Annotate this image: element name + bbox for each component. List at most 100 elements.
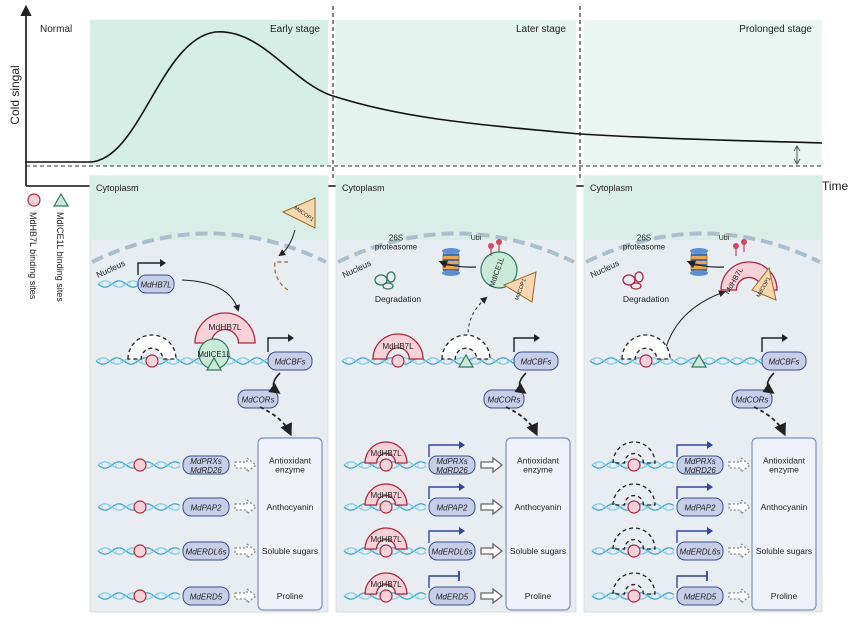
cop1-protein [502, 271, 537, 303]
target-gene [428, 455, 476, 475]
target-gene-label: MdERDL6s [680, 548, 721, 557]
to-proteasome-arrow [686, 260, 725, 269]
cors-gene [483, 389, 525, 409]
fragment [374, 274, 388, 286]
cbfs-gene [761, 351, 807, 371]
ubi-label: Ubi [719, 235, 730, 242]
fragment [622, 274, 636, 286]
cbfs-gene [513, 351, 559, 371]
target-gene [182, 586, 230, 606]
promoter-line [676, 486, 707, 499]
hb7l-binding-site [133, 458, 147, 472]
timeline: Cold singal Time Normal Early stage Late… [8, 4, 849, 193]
prolonged-stage-bg [584, 20, 822, 166]
cytoplasm-label: Cytoplasm [96, 183, 139, 193]
output-arrow [234, 542, 258, 560]
output-label: Proline [277, 591, 304, 601]
stage-early-label: Early stage [270, 24, 320, 35]
proteasome-cap-bottom [690, 270, 708, 276]
promoter-arrowhead [160, 259, 166, 267]
output-arrow [728, 498, 752, 516]
proteasome-cap-top [690, 248, 708, 254]
hb7l-binding-site [379, 589, 393, 603]
promoter-line [676, 530, 707, 543]
hb7l-binding-site [627, 500, 641, 514]
cop1-protein [281, 197, 316, 229]
promoter-arrowhead [288, 334, 294, 342]
hb7l-binding-site [145, 354, 159, 368]
cold-signal-curve [26, 31, 823, 163]
panel-2: CytoplasmNucleusMdCBFsMdCORsMdHB7LMdPRXs… [335, 175, 577, 613]
proteasome-cap-top [442, 248, 460, 254]
cytoplasm-region [90, 176, 328, 240]
stage-later-label: Later stage [516, 24, 566, 35]
target-gene [182, 541, 230, 561]
degradation-label: Degradation [375, 294, 422, 304]
target-gene [428, 497, 476, 517]
promoter-line [267, 337, 288, 352]
promoter-line [513, 337, 534, 352]
cor-to-output-arrow [259, 406, 292, 437]
target-gene [676, 541, 724, 561]
cors-gene-label: MdCORs [242, 396, 275, 405]
hb7l-protein-label: MdHB7L [382, 342, 414, 351]
ice1l-protein-label: MdICE1L [197, 350, 231, 359]
output-arrow [480, 456, 504, 474]
target-gene-label: MdERDL6s [432, 548, 473, 557]
output-arrow [728, 587, 752, 605]
promoter-arrowhead [782, 334, 788, 342]
output-box [505, 437, 571, 611]
target-gene-label: MdERD5 [436, 593, 469, 602]
output-box [751, 437, 817, 611]
hb7l-gene-label: MdHB7L [140, 281, 171, 290]
cbf-to-cor-arrow [514, 372, 527, 394]
hb7l-gene-dna [97, 280, 141, 288]
target-gene-label: MdPAP2 [437, 504, 469, 513]
promoter-line [428, 444, 459, 457]
dna-strand-a [589, 357, 765, 365]
target-gene [428, 586, 476, 606]
proteasome-icon [690, 248, 708, 276]
fragment [634, 271, 644, 283]
cbf-to-cor-arrow [268, 372, 281, 394]
hb7l-binding-site [391, 354, 405, 368]
cbfs-gene-label: MdCBFs [274, 358, 305, 367]
target-gene [676, 455, 724, 475]
hb7l-row-label: MdHB7L [370, 580, 402, 589]
ice1l-site-legend-icon [52, 192, 70, 207]
ubiquitin-icon [496, 239, 502, 245]
cytoplasm-label: Cytoplasm [590, 183, 633, 193]
output-label: Soluble sugars [262, 546, 318, 556]
legend: MdHB7L binding sites MdICE1L binding sit… [27, 192, 70, 302]
promoter-arrowhead [459, 483, 465, 491]
hb7l-protein-label: MdHB7L [208, 322, 241, 332]
promoter-line [676, 575, 707, 588]
hb7l-binding-site [379, 544, 393, 558]
cor-to-output-arrow [505, 406, 538, 437]
promoter-arrowhead [707, 483, 713, 491]
hb7l-release-arrow [663, 290, 726, 356]
unbound-arch [621, 334, 671, 360]
ubiquitin-icon [733, 243, 739, 249]
target-gene-label: MdERD5 [190, 593, 223, 602]
cors-gene-label: MdCORs [736, 396, 769, 405]
promoter-arrowhead [534, 334, 540, 342]
legend-ice1l-label: MdICE1L binding sites [55, 212, 65, 302]
dna-strand-b [97, 280, 141, 288]
ubiquitin-icon [488, 243, 494, 249]
